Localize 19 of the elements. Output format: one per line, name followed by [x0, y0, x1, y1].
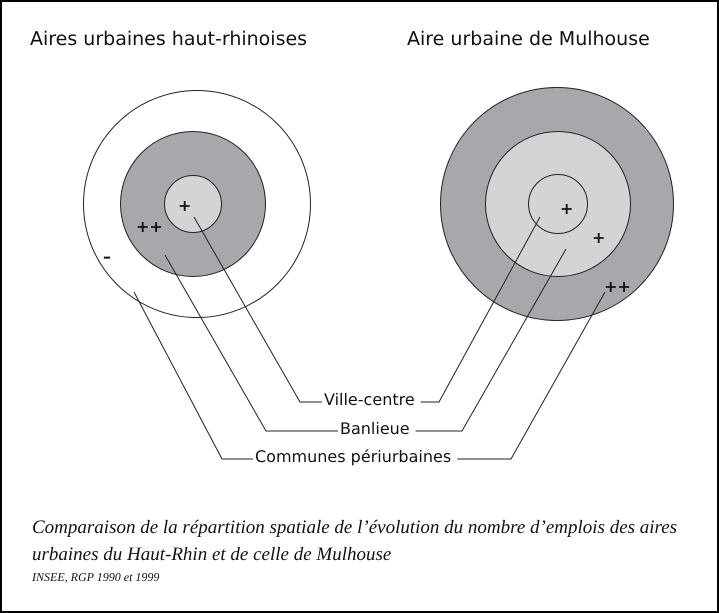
leader-line [420, 216, 540, 402]
caption: Comparaison de la répartition spatiale de l’évolution du nombre d’emplois des aires urbaines du Haut-Rhin et de celle de Mulhouse [32, 516, 678, 567]
trend-sign: + [178, 198, 192, 214]
source-note: INSEE, RGP 1990 et 1999 [32, 570, 160, 585]
zone-label: Communes périurbaines [255, 447, 452, 467]
zone-label: Banlieue [340, 419, 410, 439]
diagram-heading: Aire urbaine de Mulhouse [407, 28, 650, 50]
leader-line [134, 292, 254, 460]
leader-line [415, 248, 566, 432]
leader-line [194, 216, 322, 402]
trend-sign: ++ [136, 219, 163, 235]
leader-line [456, 292, 606, 460]
leader-line [164, 254, 338, 432]
trend-sign: + [560, 201, 574, 217]
trend-sign: ++ [604, 279, 631, 295]
zone-label: Ville-centre [324, 390, 415, 410]
trend-sign: – [103, 249, 111, 265]
diagram-heading: Aires urbaines haut-rhinoises [30, 28, 308, 50]
trend-sign: + [592, 230, 606, 246]
